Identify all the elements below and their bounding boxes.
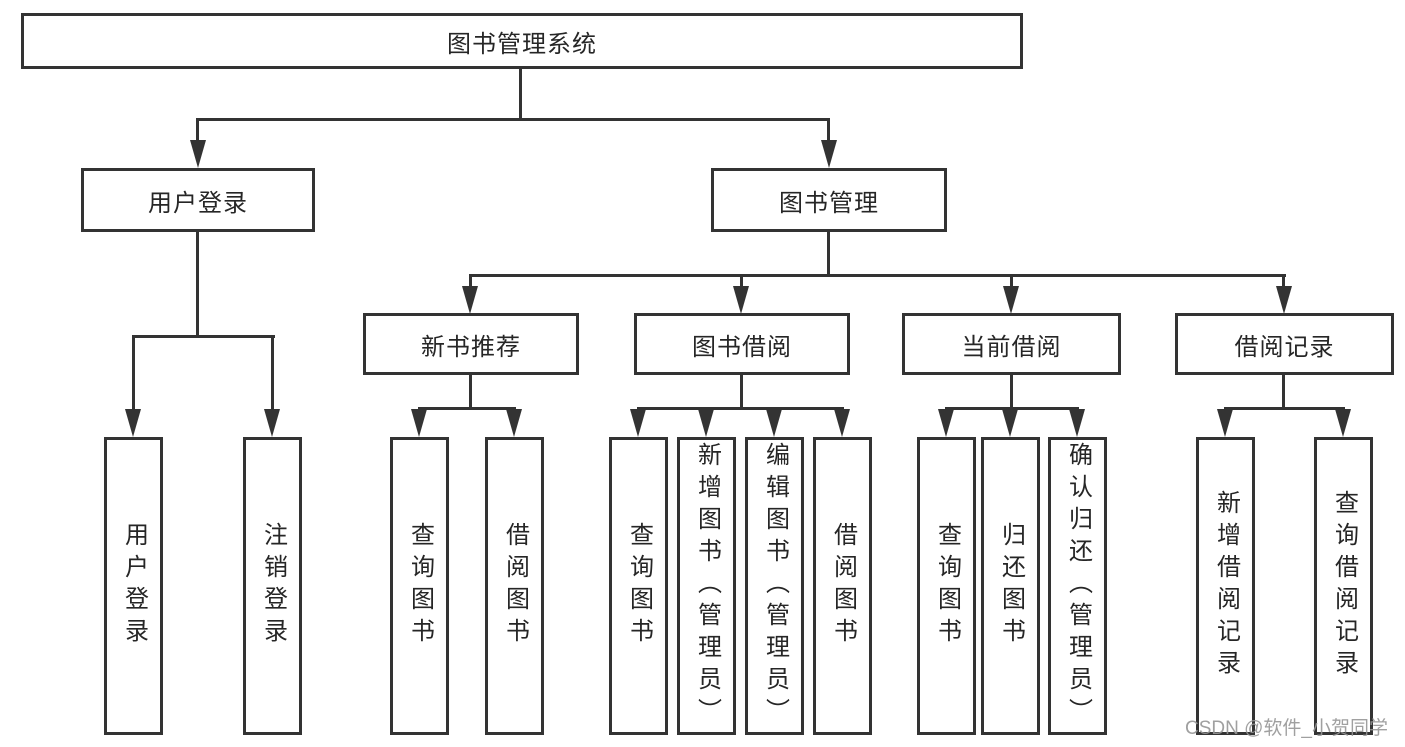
- arrow-down-icon: [1276, 286, 1292, 314]
- connector-book-mgmt-crossbar: [469, 274, 1286, 277]
- leaf-records-query-record-label: 查询借阅记录: [1330, 490, 1358, 682]
- leaf-borrow-query-books: 查询图书: [609, 437, 668, 735]
- arrow-down-icon: [1002, 409, 1018, 437]
- node-new-book-recommend-label: 新书推荐: [421, 333, 521, 361]
- leaf-user-login: 用户登录: [104, 437, 163, 735]
- connector-drop-leaf: [271, 335, 274, 413]
- arrow-down-icon: [834, 409, 850, 437]
- node-book-borrow: 图书借阅: [634, 313, 850, 375]
- connector-borrow-records-stem: [1282, 374, 1285, 410]
- leaf-borrow-edit-books-admin-label: 编辑图书（管理员）: [761, 442, 789, 730]
- leaf-current-return-books-label: 归还图书: [997, 522, 1025, 650]
- leaf-current-query-books-label: 查询图书: [933, 522, 961, 650]
- connector-new-books-crossbar: [418, 407, 516, 410]
- leaf-user-login-label: 用户登录: [120, 522, 148, 650]
- leaf-newbooks-borrow-books-label: 借阅图书: [501, 522, 529, 650]
- node-current-borrow-label: 当前借阅: [961, 333, 1062, 361]
- connector-drop-user-login: [196, 118, 199, 144]
- connector-book-borrow-stem: [740, 374, 743, 410]
- node-user-login-label: 用户登录: [148, 189, 248, 217]
- leaf-newbooks-borrow-books: 借阅图书: [485, 437, 544, 735]
- connector-user-login-crossbar: [132, 335, 275, 338]
- arrow-down-icon: [1335, 409, 1351, 437]
- connector-drop-level2: [1010, 274, 1013, 290]
- leaf-current-return-books: 归还图书: [981, 437, 1040, 735]
- leaf-borrow-query-books-label: 查询图书: [625, 522, 653, 650]
- leaf-current-confirm-return-admin-label: 确认归还（管理员）: [1064, 442, 1092, 730]
- node-current-borrow: 当前借阅: [902, 313, 1121, 375]
- connector-borrow-records-crossbar: [1224, 407, 1345, 410]
- leaf-borrow-add-books-admin: 新增图书（管理员）: [677, 437, 736, 735]
- arrow-down-icon: [411, 409, 427, 437]
- leaf-newbooks-query-books: 查询图书: [390, 437, 449, 735]
- leaf-current-query-books: 查询图书: [917, 437, 976, 735]
- node-root-label: 图书管理系统: [447, 30, 597, 58]
- leaf-current-confirm-return-admin: 确认归还（管理员）: [1048, 437, 1107, 735]
- connector-drop-level2: [1282, 274, 1285, 290]
- arrow-down-icon: [190, 140, 206, 168]
- leaf-borrow-borrow-books: 借阅图书: [813, 437, 872, 735]
- leaf-records-add-record: 新增借阅记录: [1196, 437, 1255, 735]
- connector-current-borrow-stem: [1010, 374, 1013, 410]
- node-borrow-records-label: 借阅记录: [1234, 333, 1335, 361]
- connector-new-books-stem: [469, 374, 472, 410]
- leaf-borrow-add-books-admin-label: 新增图书（管理员）: [693, 442, 721, 730]
- node-book-borrow-label: 图书借阅: [692, 333, 792, 361]
- arrow-down-icon: [698, 409, 714, 437]
- arrow-down-icon: [630, 409, 646, 437]
- connector-current-borrow-crossbar: [945, 407, 1079, 410]
- leaf-records-add-record-label: 新增借阅记录: [1212, 490, 1240, 682]
- leaf-logout-login-label: 注销登录: [259, 522, 287, 650]
- leaf-logout-login: 注销登录: [243, 437, 302, 735]
- arrow-down-icon: [506, 409, 522, 437]
- arrow-down-icon: [125, 409, 141, 437]
- connector-drop-leaf: [132, 335, 135, 413]
- node-new-book-recommend: 新书推荐: [363, 313, 579, 375]
- connector-root-stem: [519, 69, 522, 118]
- leaf-borrow-borrow-books-label: 借阅图书: [829, 522, 857, 650]
- connector-root-crossbar: [196, 118, 830, 121]
- arrow-down-icon: [264, 409, 280, 437]
- node-book-management-label: 图书管理: [779, 189, 879, 217]
- arrow-down-icon: [821, 140, 837, 168]
- arrow-down-icon: [938, 409, 954, 437]
- arrow-down-icon: [1217, 409, 1233, 437]
- connector-book-borrow-crossbar: [637, 407, 844, 410]
- node-book-management: 图书管理: [711, 168, 947, 232]
- arrow-down-icon: [1003, 286, 1019, 314]
- arrow-down-icon: [733, 286, 749, 314]
- leaf-newbooks-query-books-label: 查询图书: [406, 522, 434, 650]
- connector-drop-level2: [469, 274, 472, 290]
- connector-drop-level2: [740, 274, 743, 290]
- leaf-borrow-edit-books-admin: 编辑图书（管理员）: [745, 437, 804, 735]
- arrow-down-icon: [462, 286, 478, 314]
- node-root: 图书管理系统: [21, 13, 1023, 69]
- connector-user-login-stem: [196, 232, 199, 335]
- node-borrow-records: 借阅记录: [1175, 313, 1394, 375]
- leaf-records-query-record: 查询借阅记录: [1314, 437, 1373, 735]
- csdn-watermark: CSDN @软件_小贺同学: [1185, 718, 1388, 739]
- arrow-down-icon: [766, 409, 782, 437]
- connector-book-mgmt-stem: [827, 232, 830, 277]
- connector-drop-book-mgmt: [827, 118, 830, 144]
- arrow-down-icon: [1069, 409, 1085, 437]
- node-user-login: 用户登录: [81, 168, 315, 232]
